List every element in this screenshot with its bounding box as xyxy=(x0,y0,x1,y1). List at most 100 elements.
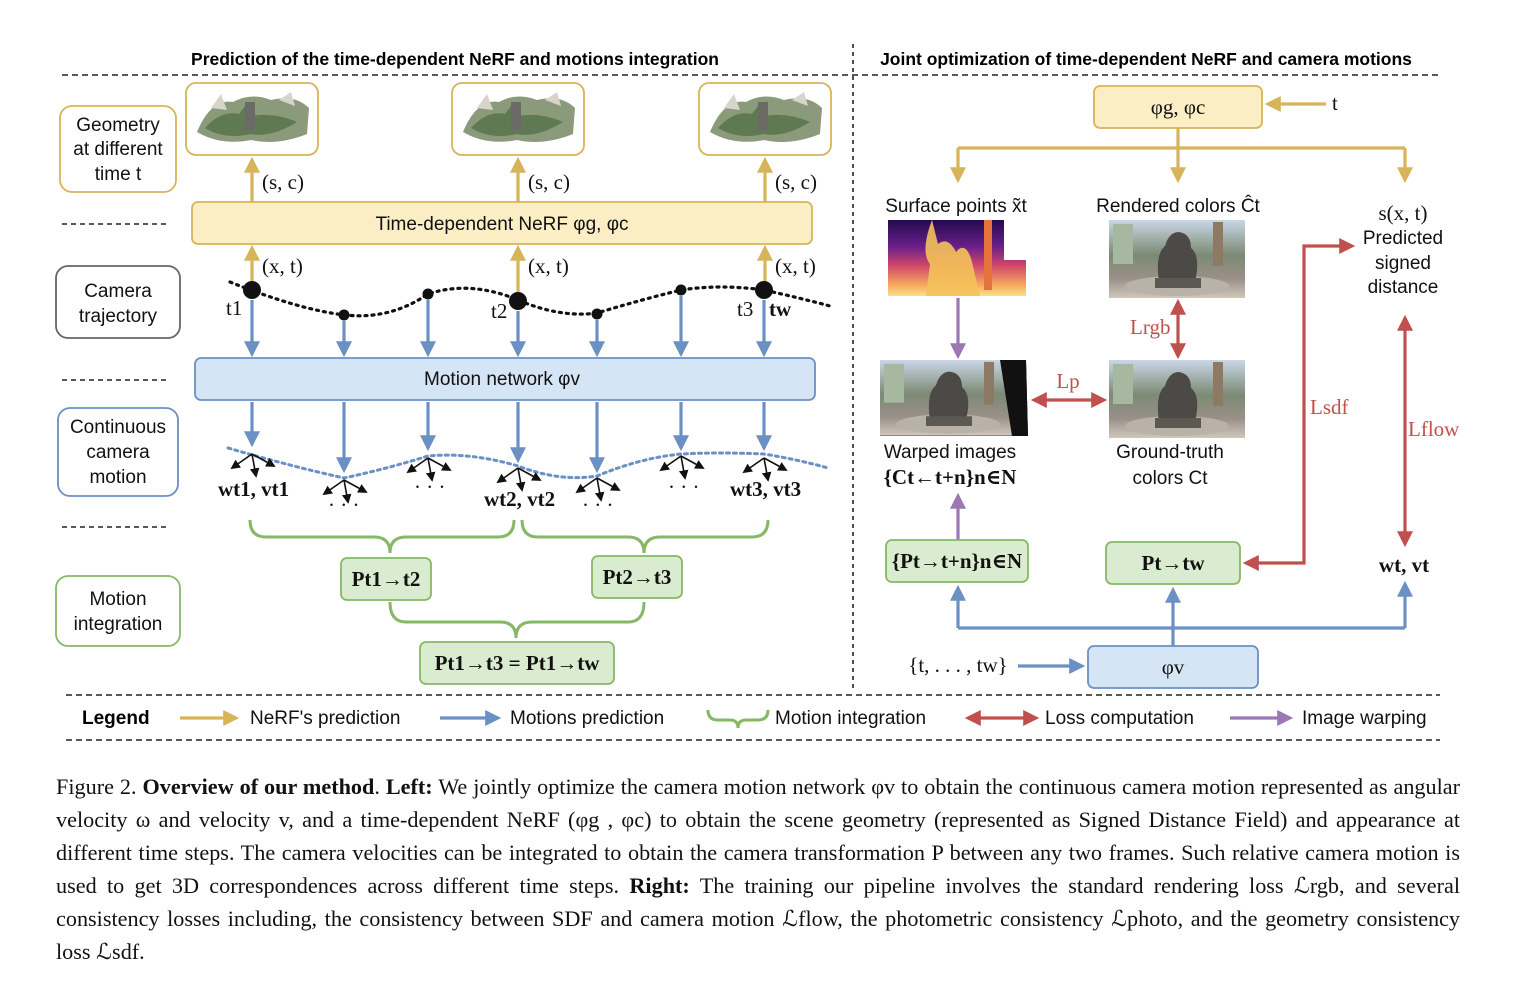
nerf-box: Time-dependent NeRF φg, φc xyxy=(191,201,813,245)
predicted-label: distance xyxy=(1368,277,1439,298)
sc-label-1: (s, c) xyxy=(262,170,304,194)
xt-label-3: (x, t) xyxy=(775,254,816,278)
surface-points-label: Surface points x̃t xyxy=(885,196,1027,217)
lrgb-label: Lrgb xyxy=(1130,315,1170,339)
svg-text:Continuous: Continuous xyxy=(70,417,166,438)
ellipsis: · · · xyxy=(328,493,359,517)
svg-text:Motion network φv: Motion network φv xyxy=(424,369,580,390)
caption-title: Overview of our method xyxy=(142,774,375,799)
svg-text:integration: integration xyxy=(74,614,163,635)
wv-t-label: wt, vt xyxy=(1379,553,1429,577)
phi-gc-box: φg, φc xyxy=(1093,85,1263,129)
svg-text:{Pt→t+n}n∈N: {Pt→t+n}n∈N xyxy=(892,549,1022,573)
svg-text:Pt2→t3: Pt2→t3 xyxy=(603,565,672,589)
svg-text:Image warping: Image warping xyxy=(1302,708,1427,729)
side-label-geometry: Geometry at different time t xyxy=(59,105,177,193)
t1-label: t1 xyxy=(226,296,242,320)
svg-text:Motions prediction: Motions prediction xyxy=(510,708,664,729)
xt-label-2: (x, t) xyxy=(528,254,569,278)
gt-label: colors Ct xyxy=(1133,468,1209,489)
svg-text:Pt1→t2: Pt1→t2 xyxy=(352,567,421,591)
svg-text:Geometry: Geometry xyxy=(76,115,160,136)
trajectory-point xyxy=(591,308,603,320)
svg-text:at different: at different xyxy=(73,139,163,160)
keyframe-t3 xyxy=(755,281,773,299)
geometry-thumbnail-t2 xyxy=(451,82,585,156)
warped-images-label: Warped images xyxy=(884,442,1016,463)
svg-text:NeRF's prediction: NeRF's prediction xyxy=(250,708,400,729)
geometry-thumbnail-t3 xyxy=(698,82,832,156)
svg-text:φg, φc: φg, φc xyxy=(1151,95,1206,119)
warped-set-label: {Ct←t+n}n∈N xyxy=(884,465,1017,489)
svg-text:Loss computation: Loss computation xyxy=(1045,708,1194,729)
svg-text:motion: motion xyxy=(89,467,146,488)
rendered-colors-image xyxy=(1109,220,1245,298)
surface-points-depth-image xyxy=(888,220,1026,296)
left-panel-header: Prediction of the time-dependent NeRF an… xyxy=(191,49,719,69)
motion-output-arrows xyxy=(950,580,1413,674)
p-t1-t3-box: Pt1→t3 = Pt1→tw xyxy=(419,641,615,685)
ellipsis: · · · xyxy=(582,493,613,517)
side-label-continuous-motion: Continuous camera motion xyxy=(57,407,179,497)
svg-text:φv: φv xyxy=(1162,655,1185,679)
geometry-thumbnail-t1 xyxy=(185,82,319,156)
tw-label: tw xyxy=(769,297,792,321)
right-panel-header: Joint optimization of time-dependent NeR… xyxy=(880,49,1412,69)
sc-label-2: (s, c) xyxy=(528,170,570,194)
predicted-label: Predicted xyxy=(1363,228,1443,249)
sdf-loss-arrow xyxy=(1242,238,1356,571)
lp-label: Lp xyxy=(1056,369,1079,393)
svg-text:Legend: Legend xyxy=(82,708,150,729)
wv-t3-label: wt3, vt3 xyxy=(730,477,801,501)
integration-braces xyxy=(248,519,770,639)
caption-figure-number: Figure 2. xyxy=(56,774,137,799)
p-t1-t2-box: Pt1→t2 xyxy=(340,557,432,601)
caption-left-tag: Left: xyxy=(385,774,433,799)
p-set-box: {Pt→t+n}n∈N xyxy=(885,539,1029,583)
method-overview-figure: Prediction of the time-dependent NeRF an… xyxy=(55,44,1460,741)
trajectory-to-motion-arrows xyxy=(244,296,772,358)
rendered-colors-label: Rendered colors Ĉt xyxy=(1096,195,1260,217)
ground-truth-image xyxy=(1109,360,1245,438)
trajectory-point xyxy=(338,309,350,321)
phi-v-box: φv xyxy=(1087,645,1259,689)
lsdf-label: Lsdf xyxy=(1310,395,1349,419)
motion-network-box: Motion network φv xyxy=(194,357,816,401)
t-input-label: t xyxy=(1332,91,1338,115)
svg-text:trajectory: trajectory xyxy=(79,306,158,327)
svg-text:Pt1→t3 = Pt1→tw: Pt1→t3 = Pt1→tw xyxy=(435,651,601,675)
motion-to-velocity-arrows xyxy=(244,402,772,474)
caption-right-text: The training our pipeline involves the s… xyxy=(56,873,1460,964)
caption-right-tag: Right: xyxy=(629,873,690,898)
t2-label: t2 xyxy=(491,299,507,323)
wv-t2-label: wt2, vt2 xyxy=(484,487,555,511)
nerf-prediction-arrows xyxy=(244,156,773,294)
legend-integration-brace xyxy=(706,709,770,729)
sc-label-3: (s, c) xyxy=(775,170,817,194)
warped-image xyxy=(880,360,1028,436)
wv-t1-label: wt1, vt1 xyxy=(218,477,289,501)
keyframe-t1 xyxy=(243,281,261,299)
t-range-label: {t, . . . , tw} xyxy=(908,653,1008,677)
continuous-motion-curve xyxy=(226,446,830,480)
caption-left-text: We jointly optimize the camera motion ne… xyxy=(56,774,1461,898)
gt-label: Ground-truth xyxy=(1116,442,1224,463)
sdf-label: s(x, t) xyxy=(1379,201,1428,225)
xt-label-1: (x, t) xyxy=(262,254,303,278)
svg-text:Motion integration: Motion integration xyxy=(775,708,926,729)
t3-label: t3 xyxy=(737,297,753,321)
lflow-label: Lflow xyxy=(1408,417,1460,441)
velocity-triad xyxy=(232,454,274,476)
keyframe-t2 xyxy=(509,292,527,310)
predicted-label: signed xyxy=(1375,253,1431,274)
svg-text:Camera: Camera xyxy=(84,281,152,302)
trajectory-point xyxy=(422,288,434,300)
side-label-motion-integration: Motion integration xyxy=(55,575,181,647)
svg-text:Pt→tw: Pt→tw xyxy=(1142,551,1206,575)
svg-text:camera: camera xyxy=(86,442,150,463)
nerf-output-arrows xyxy=(950,128,1413,184)
p-tw-box: Pt→tw xyxy=(1105,541,1241,585)
svg-text:time t: time t xyxy=(95,164,142,185)
side-label-camera-trajectory: Camera trajectory xyxy=(55,265,181,339)
p-t2-t3-box: Pt2→t3 xyxy=(591,555,683,599)
